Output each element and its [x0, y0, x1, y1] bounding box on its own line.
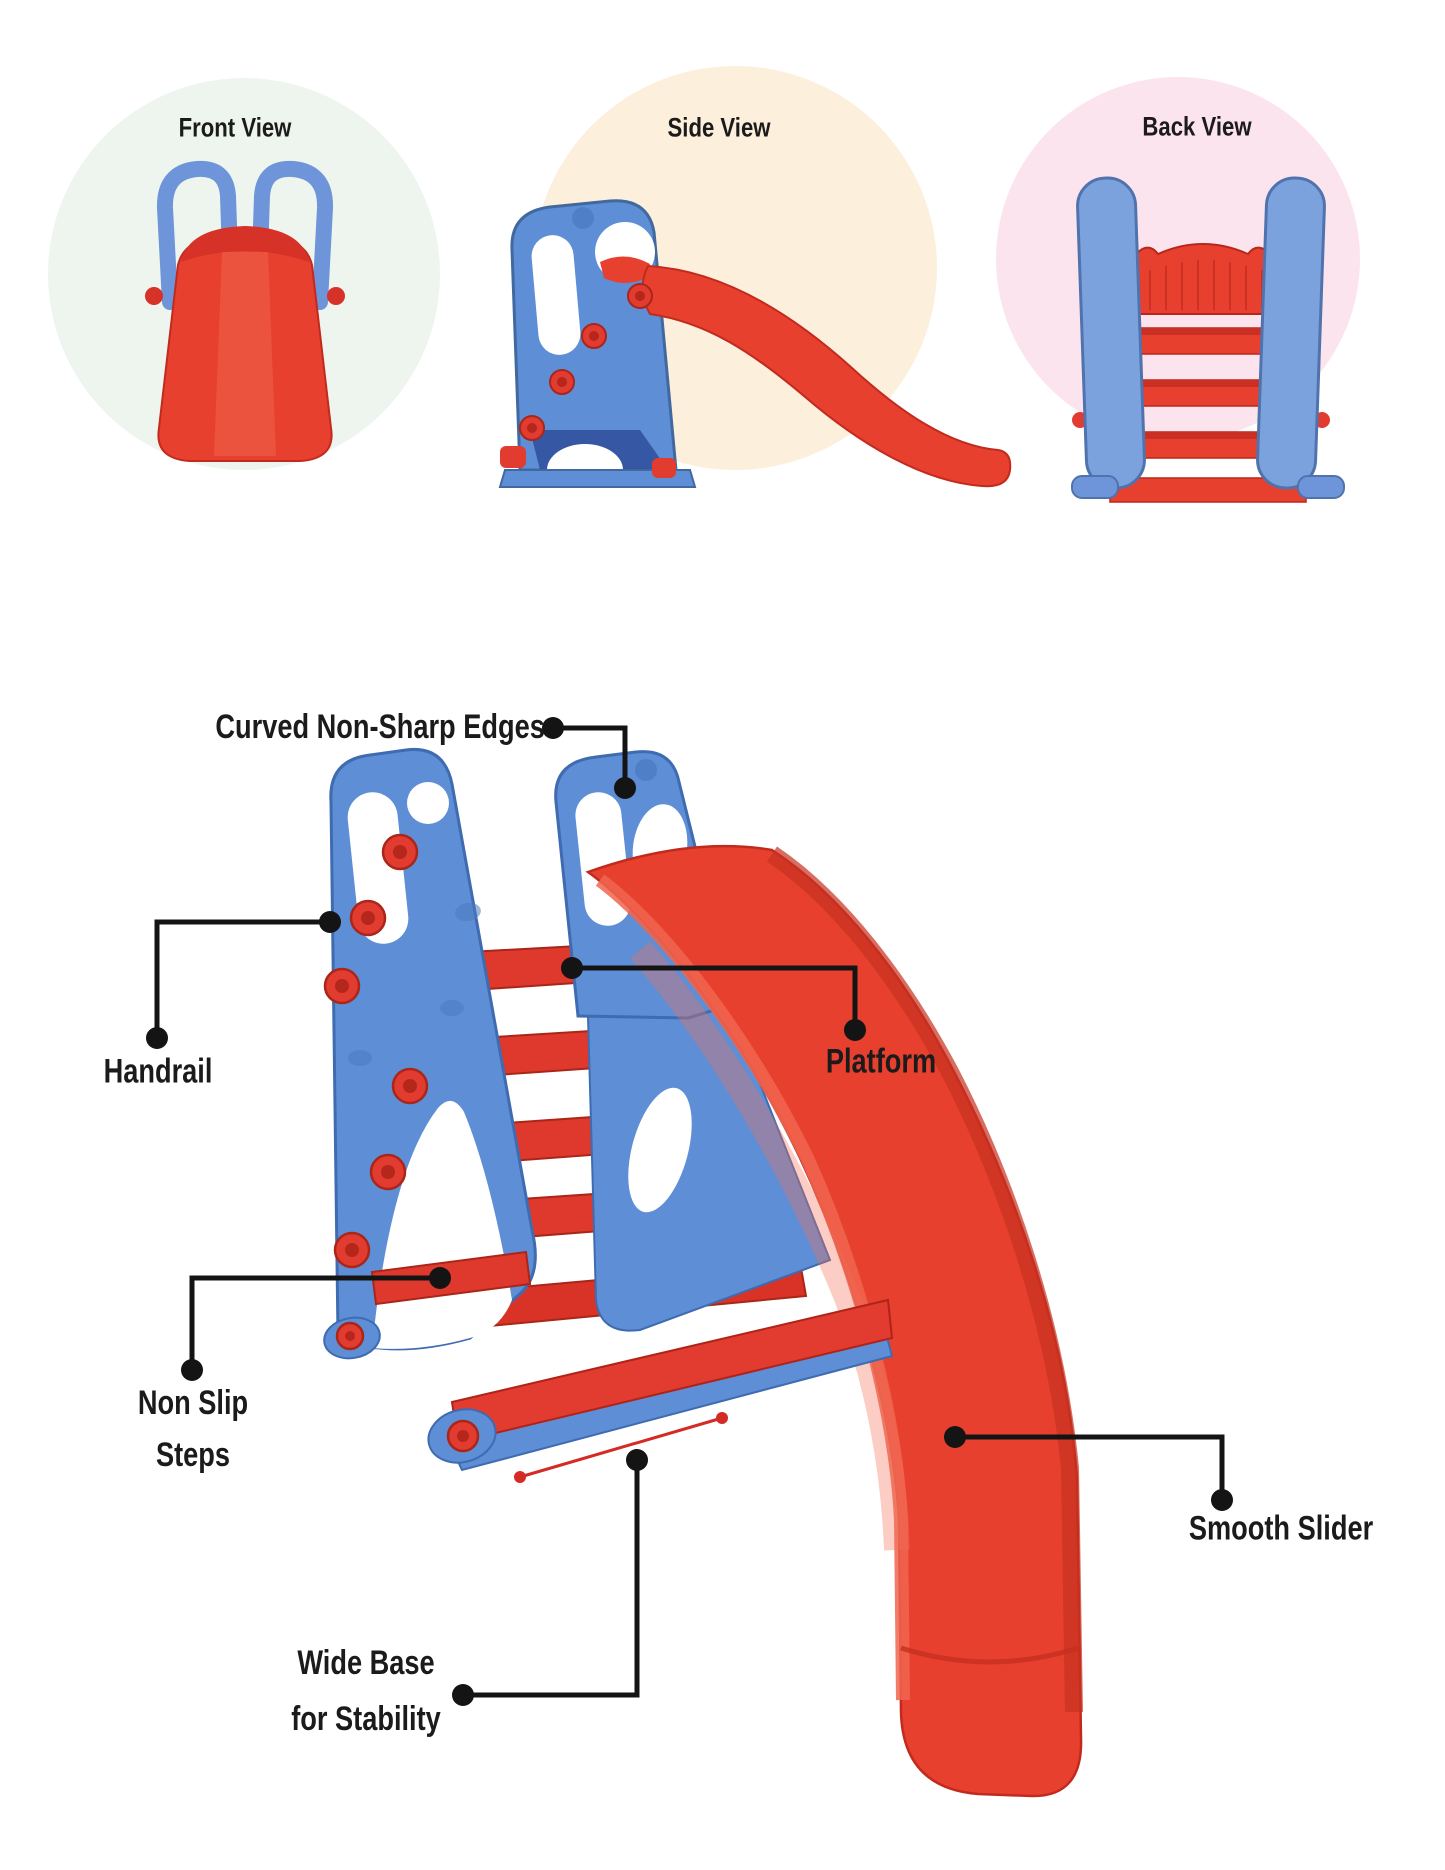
- leg-arch-cutout: [628, 1087, 692, 1213]
- main-product-illustration: [323, 747, 1083, 1798]
- back-view-label: Back View: [1142, 111, 1252, 142]
- smooth-slider-line: [955, 1434, 1225, 1500]
- bolt-knob: [333, 1231, 371, 1269]
- slide-side-profile: [641, 264, 1012, 488]
- bolt-knob: [381, 833, 419, 871]
- side-nub: [145, 287, 163, 305]
- callout-dot: [944, 1426, 966, 1448]
- callout-dot: [452, 1684, 474, 1706]
- slide-through-hole: [600, 256, 650, 283]
- platform-label: Platform: [825, 1042, 937, 1081]
- bolt-knob: [391, 1067, 429, 1105]
- bolt-knob: [519, 415, 545, 441]
- wide-base-label-line2: for Stability: [291, 1700, 441, 1738]
- bolt-knob: [446, 1419, 480, 1453]
- bolt-knob: [335, 1321, 365, 1351]
- handrail-line: [154, 919, 330, 1038]
- front-panel-leg: [586, 1006, 832, 1332]
- bolt-knob: [323, 967, 361, 1005]
- ladder-rail-left: [1076, 176, 1146, 490]
- slide-right-edge-shade: [766, 846, 1083, 1713]
- wide-base-label-line1: Wide Base: [297, 1644, 435, 1682]
- handrail-loop-left: [157, 160, 239, 310]
- callout-dots: [146, 717, 1233, 1706]
- bolt-knob: [549, 369, 575, 395]
- callout-dot: [146, 1027, 168, 1049]
- callout-dot: [614, 777, 636, 799]
- bolt-knob: [349, 899, 387, 937]
- slide-center-gloss: [630, 941, 910, 1551]
- panel-capsule-cutout: [531, 235, 581, 355]
- slide-front-highlight: [214, 252, 276, 456]
- side-red-foot: [652, 458, 676, 478]
- panel-small-hole: [572, 207, 594, 229]
- callout-dot: [844, 1019, 866, 1041]
- smooth-slider-label: Smooth Slider: [1188, 1509, 1374, 1548]
- base-dimension-line: [514, 1412, 728, 1483]
- callout-dot: [626, 1449, 648, 1471]
- curved-edges-line: [553, 725, 628, 788]
- side-view-illustration: [498, 199, 1012, 496]
- callout-dot: [1211, 1489, 1233, 1511]
- callout-dot: [429, 1267, 451, 1289]
- side-nub: [327, 287, 345, 305]
- non-slip-steps-line: [189, 1275, 440, 1370]
- handrail-loop-right: [251, 160, 333, 310]
- panel-dimple: [455, 902, 481, 922]
- panel-dimple: [348, 1050, 372, 1066]
- slide-front-toproll: [181, 226, 309, 262]
- front-view-illustration: [145, 160, 345, 462]
- side-view-label: Side View: [667, 112, 771, 143]
- bolt-knob: [627, 283, 653, 309]
- callout-dot: [542, 717, 564, 739]
- panel-circle-cutout: [407, 782, 449, 824]
- front-view-label: Front View: [178, 112, 292, 143]
- callout-dot: [561, 957, 583, 979]
- ladder-foot: [1071, 475, 1119, 499]
- slide-bottom-lip: [900, 1645, 1079, 1665]
- bolt-knob: [369, 1153, 407, 1191]
- wide-base-line: [463, 1460, 640, 1698]
- panel-dimple: [440, 1000, 464, 1016]
- wide-base-label: Wide Base for Stability: [291, 1635, 441, 1747]
- non-slip-steps-label-line1: Non Slip: [137, 1384, 249, 1422]
- handrail-label: Handrail: [103, 1052, 213, 1091]
- side-base-bar: [498, 469, 697, 488]
- callout-dot: [181, 1359, 203, 1381]
- ladder-foot: [1297, 475, 1345, 499]
- panel-small-hole: [635, 759, 657, 781]
- platform-line: [572, 965, 858, 1030]
- callout-dot: [319, 911, 341, 933]
- platform-ribs: [1149, 260, 1263, 310]
- curved-edges-label: Curved Non-Sharp Edges: [215, 708, 545, 746]
- bolt-knob: [581, 323, 607, 349]
- back-view-illustration: [1071, 176, 1345, 503]
- back-platform: [1128, 243, 1282, 315]
- ladder-rail-right: [1256, 176, 1326, 490]
- slide-left-rail-highlight: [595, 874, 910, 1701]
- callout-connectors: [154, 725, 1225, 1698]
- non-slip-steps-label-line2: Steps: [155, 1436, 231, 1474]
- non-slip-steps-label: Non Slip Steps: [138, 1377, 248, 1481]
- side-red-foot: [500, 446, 526, 468]
